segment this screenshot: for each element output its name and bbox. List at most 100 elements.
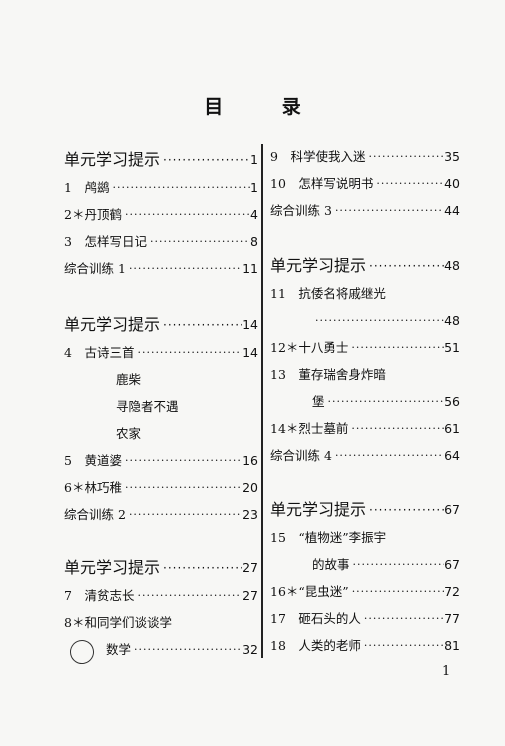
toc-entry-label: 单元学习提示	[270, 500, 367, 519]
leader-dots: ········································…	[128, 262, 242, 275]
leader-dots: ········································…	[376, 177, 444, 190]
toc-entry-label: 寻隐者不遇	[116, 399, 179, 414]
toc-entry-label: 7 清贫志长	[64, 588, 135, 603]
toc-entry: 单元学习提示··································…	[270, 502, 460, 518]
toc-entry: 综合训练 4··································…	[270, 448, 460, 464]
toc-entry-page: 44	[444, 203, 460, 218]
toc-entry-label: 11 抗倭名将戚继光	[270, 286, 386, 301]
toc-entry: 11 抗倭名将戚继光······························…	[270, 286, 460, 302]
leader-dots: ········································…	[149, 235, 250, 248]
leader-dots: ········································…	[369, 503, 444, 517]
toc-entry-page: 51	[444, 340, 460, 355]
leader-dots: ········································…	[137, 346, 242, 359]
toc-entry: 15 “植物迷”李振宇·····························…	[270, 530, 460, 546]
leader-dots: ········································…	[124, 481, 242, 494]
toc-entry-label: 单元学习提示	[270, 256, 367, 275]
toc-entry-label: 农家	[116, 426, 142, 441]
toc-entry-label: 13 董存瑞舍身炸暗	[270, 367, 386, 382]
toc-entry: 14＊烈士墓前·································…	[270, 421, 460, 437]
leader-dots: ········································…	[334, 449, 444, 462]
toc-entry-label: 10 怎样写说明书	[270, 176, 374, 191]
toc-entry-page: 40	[444, 176, 460, 191]
toc-entry: 农家······································…	[64, 426, 258, 442]
leader-dots: ········································…	[163, 318, 242, 332]
toc-entry-page: 64	[444, 448, 460, 463]
toc-entry: 的故事·····································…	[270, 557, 460, 573]
toc-entry-label: 单元学习提示	[64, 150, 161, 169]
toc-entry-page: 23	[242, 507, 258, 522]
leader-dots: ········································…	[134, 643, 242, 656]
toc-entry: 综合训练 1··································…	[64, 261, 258, 277]
toc-entry: 18 人类的老师································…	[270, 638, 460, 654]
leader-dots: ········································…	[363, 639, 445, 652]
toc-entry-page: 11	[242, 261, 258, 276]
toc-entry-label: 综合训练 1	[64, 261, 126, 276]
toc-entry-page: 20	[242, 480, 258, 495]
leader-dots: ········································…	[124, 454, 242, 467]
toc-entry: 综合训练 3··································…	[270, 203, 460, 219]
toc-entry-label: 17 砸石头的人	[270, 611, 361, 626]
leader-dots: ········································…	[363, 612, 445, 625]
toc-entry: 单元学习提示··································…	[64, 152, 258, 168]
toc-entry-label: 数学	[106, 642, 132, 657]
leader-dots: ········································…	[368, 150, 444, 163]
toc-entry-label: 3 怎样写日记	[64, 234, 147, 249]
toc-entry-page: 67	[444, 502, 460, 517]
toc-entry-page: 14	[242, 317, 258, 332]
toc-entry: 2＊丹顶鹤···································…	[64, 207, 258, 223]
toc-title: 目 录	[204, 96, 327, 118]
toc-entry-page: 48	[444, 258, 460, 273]
toc-entry: 8＊和同学们谈谈学·······························…	[64, 615, 258, 631]
toc-entry-page: 48	[444, 313, 460, 328]
toc-entry-page: 72	[444, 584, 460, 599]
leader-dots: ········································…	[163, 153, 250, 167]
toc-entry: 堡·······································…	[270, 394, 460, 410]
toc-entry-label: 14＊烈士墓前	[270, 421, 349, 436]
toc-entry: 13 董存瑞舍身炸暗······························…	[270, 367, 460, 383]
toc-entry-page: 32	[242, 642, 258, 657]
toc-entry-label: 单元学习提示	[64, 315, 161, 334]
toc-entry-label: 综合训练 2	[64, 507, 126, 522]
toc-entry: 鹿柴······································…	[64, 372, 258, 388]
toc-entry-page: 61	[444, 421, 460, 436]
toc-entry-page: 35	[444, 149, 460, 164]
toc-entry-page: 67	[444, 557, 460, 572]
toc-entry-label: 15 “植物迷”李振宇	[270, 530, 387, 545]
toc-entry: 单元学习提示··································…	[64, 317, 258, 333]
toc-entry: 单元学习提示··································…	[64, 560, 258, 576]
toc-entry-label: 1 鸬鹚	[64, 180, 110, 195]
toc-entry-page: 27	[242, 588, 258, 603]
leader-dots: ········································…	[334, 204, 444, 217]
toc-entry-label: 2＊丹顶鹤	[64, 207, 122, 222]
toc-entry: 综合训练 2··································…	[64, 507, 258, 523]
toc-entry: 7 清贫志长··································…	[64, 588, 258, 604]
toc-entry: 10 怎样写说明书·······························…	[270, 176, 460, 192]
leader-dots: ········································…	[128, 508, 242, 521]
toc-entry: 3 怎样写日记·································…	[64, 234, 258, 250]
toc-entry-label: 18 人类的老师	[270, 638, 361, 653]
toc-entry: 9 科学使我入迷································…	[270, 149, 460, 165]
toc-entry-label: 5 黄道婆	[64, 453, 122, 468]
toc-entry-label: 12＊十八勇士	[270, 340, 349, 355]
leader-dots: ········································…	[351, 422, 444, 435]
leader-dots: ········································…	[137, 589, 242, 602]
leader-dots: ········································…	[369, 259, 444, 273]
toc-entry-page: 1	[250, 180, 258, 195]
column-divider	[261, 144, 263, 658]
toc-entry-page: 27	[242, 560, 258, 575]
toc-entry-label: 堡	[312, 394, 325, 409]
toc-entry-page: 56	[444, 394, 460, 409]
toc-entry-label: 16＊“昆虫迷”	[270, 584, 349, 599]
toc-entry: 17 砸石头的人································…	[270, 611, 460, 627]
toc-entry: 12＊十八勇士·································…	[270, 340, 460, 356]
toc-entry: 4 古诗三首··································…	[64, 345, 258, 361]
leader-dots: ········································…	[351, 341, 444, 354]
toc-entry-page: 81	[444, 638, 460, 653]
toc-entry-label: 8＊和同学们谈谈学	[64, 615, 172, 630]
toc-entry-label: 9 科学使我入迷	[270, 149, 366, 164]
leader-dots: ········································…	[351, 585, 444, 598]
toc-entry: 6＊林巧稚···································…	[64, 480, 258, 496]
toc-entry: 16＊“昆虫迷”································…	[270, 584, 460, 600]
toc-entry-page: 77	[444, 611, 460, 626]
leader-dots: ········································…	[327, 395, 445, 408]
